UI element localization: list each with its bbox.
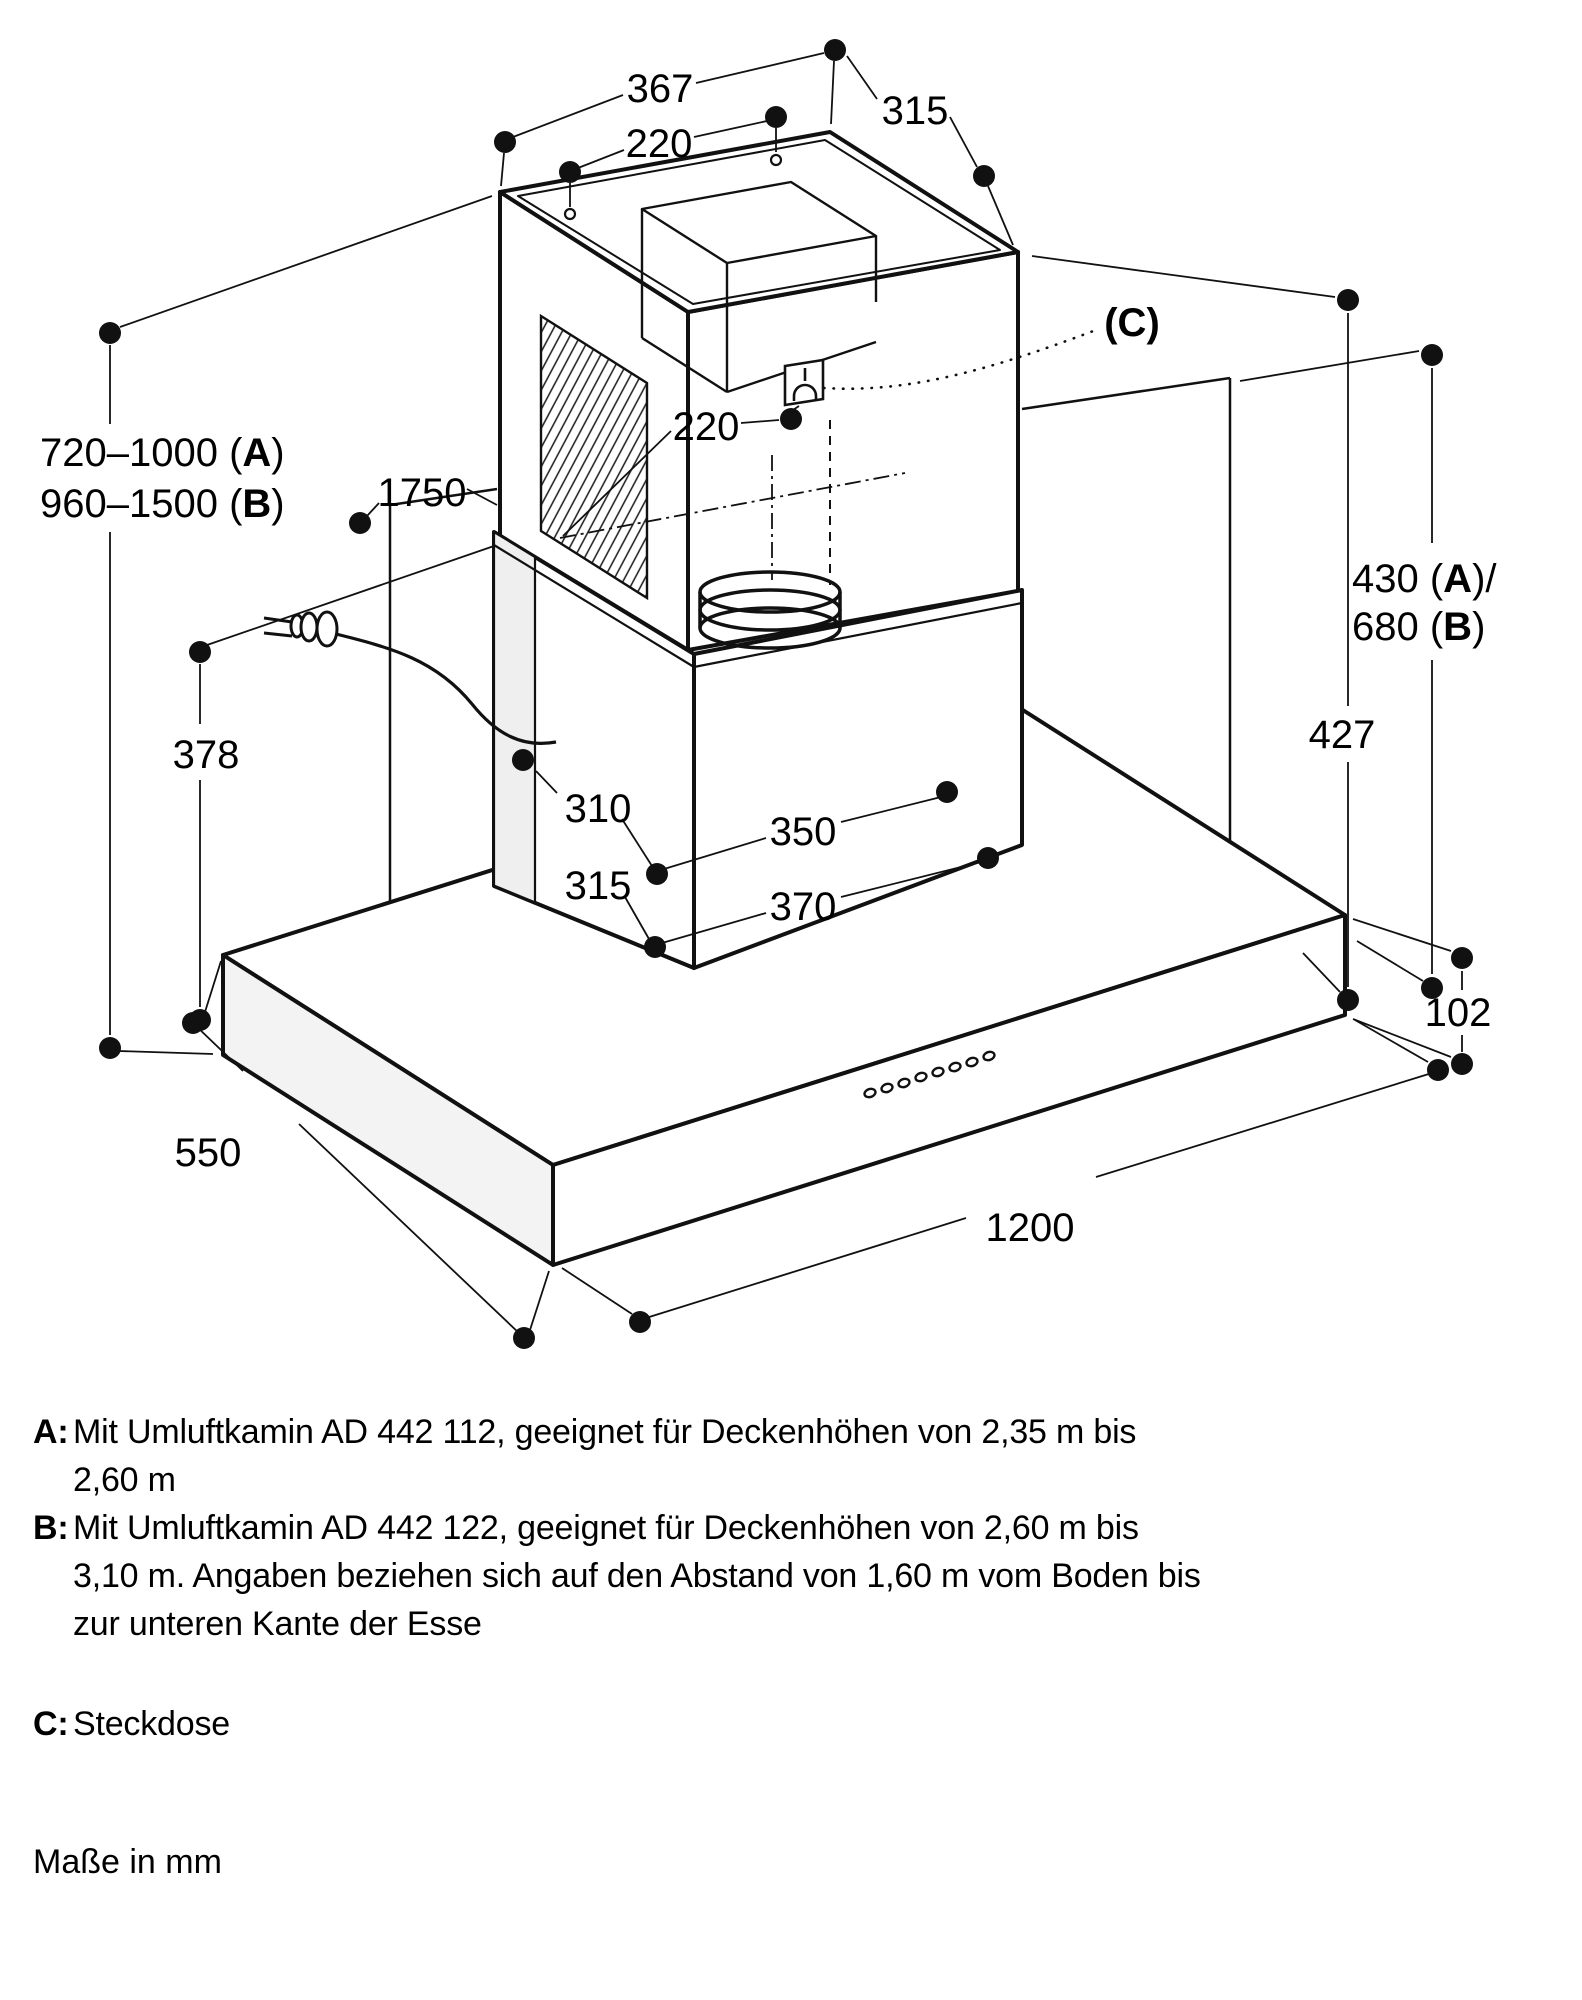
note-c-key: C: — [33, 1705, 69, 1743]
dim-height-range-b-label: 960–1500 (B) — [40, 482, 285, 526]
note-a-line: 2,60 m — [73, 1461, 176, 1499]
dimension-markers — [99, 39, 1473, 1349]
power-plug-icon — [263, 610, 339, 648]
dimension-lines — [109, 52, 1463, 1335]
socket-leader-dotted — [822, 328, 1098, 390]
dim-1750-label: 1750 — [378, 471, 467, 515]
dim-315-low-label: 315 — [565, 864, 632, 908]
socket-ref-label: (C) — [1104, 301, 1160, 345]
power-cable — [335, 632, 557, 745]
centerlines — [559, 455, 906, 580]
units-note: Maße in mm — [33, 1843, 222, 1881]
dim-height-range-a-label: 720–1000 (A) — [40, 431, 285, 475]
note-b-line: Mit Umluftkamin AD 442 122, geeignet für… — [73, 1509, 1139, 1547]
dim-102-label: 102 — [1425, 991, 1492, 1035]
lower-chimney — [492, 530, 1024, 970]
dim-350-label: 350 — [770, 810, 837, 854]
note-b-key: B: — [33, 1509, 69, 1547]
socket-icon — [783, 358, 825, 407]
dim-315-top-label: 315 — [882, 89, 949, 133]
dimension-labels: 367 220 315 720–1000 (A) 960–1500 (B) 17… — [40, 67, 1497, 1250]
note-a-key: A: — [33, 1413, 69, 1451]
dim-1200-label: 1200 — [986, 1206, 1075, 1250]
dim-550-label: 550 — [175, 1131, 242, 1175]
dim-220-top-label: 220 — [626, 122, 693, 166]
dim-367-label: 367 — [627, 67, 694, 111]
dim-310-label: 310 — [565, 787, 632, 831]
dim-680b-label: 680 (B) — [1352, 605, 1485, 649]
note-c-line: Steckdose — [73, 1705, 230, 1743]
wall-panel — [388, 376, 1232, 902]
note-b-line: 3,10 m. Angaben beziehen sich auf den Ab… — [73, 1557, 1201, 1595]
note-a: A: Mit Umluftkamin AD 442 112, geeignet … — [33, 1408, 1537, 1504]
dim-370-label: 370 — [770, 885, 837, 929]
installation-diagram: 367 220 315 720–1000 (A) 960–1500 (B) 17… — [40, 39, 1497, 1349]
dim-378-label: 378 — [173, 733, 240, 777]
dim-220-mid-label: 220 — [673, 405, 740, 449]
dim-427-label: 427 — [1309, 713, 1376, 757]
note-a-line: Mit Umluftkamin AD 442 112, geeignet für… — [73, 1413, 1137, 1451]
control-buttons — [863, 1050, 996, 1099]
note-c: C: Steckdose — [33, 1700, 1537, 1748]
note-b: B: Mit Umluftkamin AD 442 122, geeignet … — [33, 1504, 1537, 1648]
legend-notes: A: Mit Umluftkamin AD 442 112, geeignet … — [33, 1408, 1537, 1748]
note-b-line: zur unteren Kante der Esse — [73, 1605, 482, 1643]
dim-430a-label: 430 (A)/ — [1352, 557, 1497, 601]
duct-cylinder — [698, 570, 842, 650]
